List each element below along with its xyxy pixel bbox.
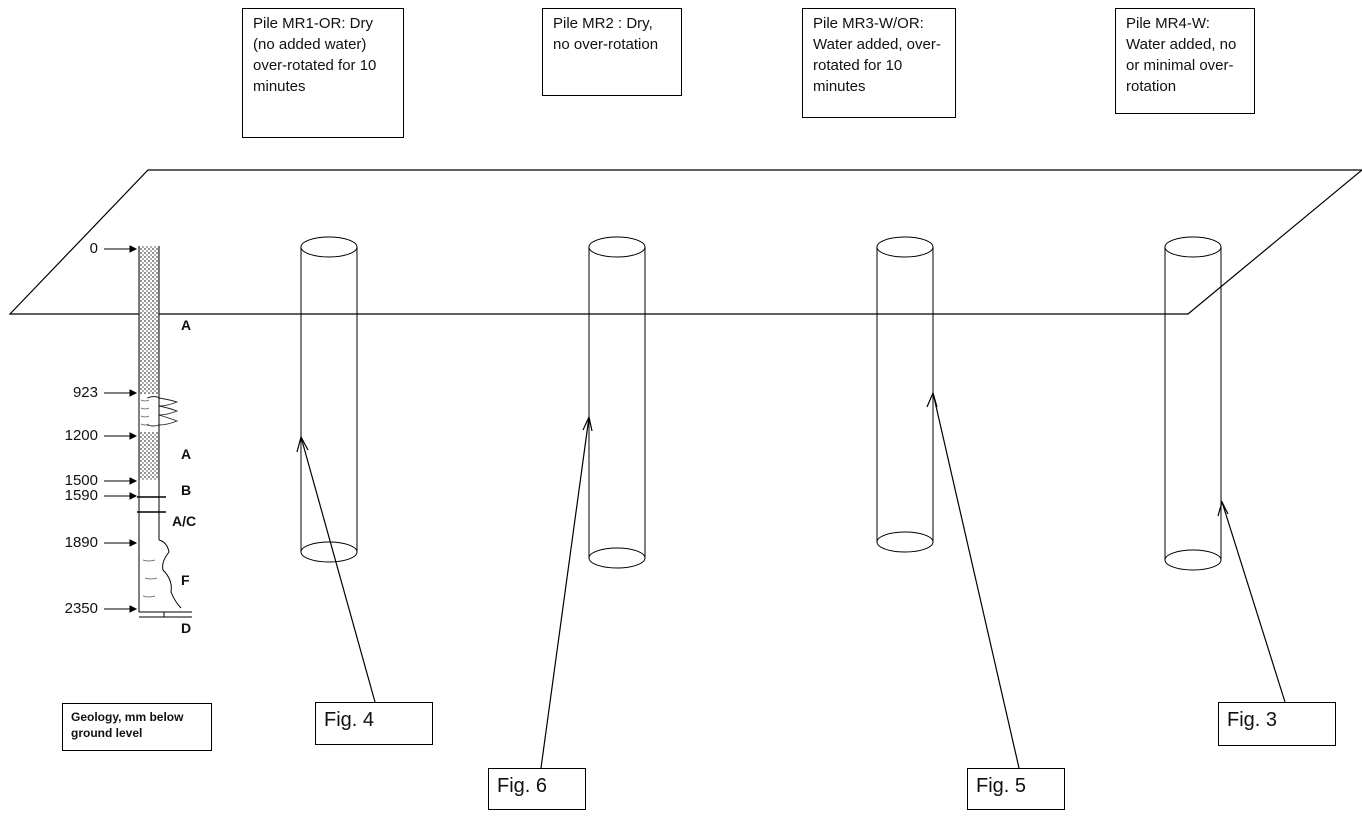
depth-label: 923 (72, 384, 98, 401)
fig3-box: Fig. 3 (1218, 702, 1336, 746)
layer-label: F (181, 572, 190, 588)
depth-label: 1590 (64, 487, 98, 504)
arrow-fig5 (932, 392, 1020, 769)
arrow-fig4 (300, 436, 376, 703)
arrow-fig3 (1221, 501, 1286, 703)
depth-label: 1890 (64, 534, 98, 551)
pile-mr2-cylinder (588, 236, 646, 569)
pile-mr3-cylinder (876, 236, 934, 553)
ground-plane (8, 169, 1362, 315)
geology-caption: Geology, mm below ground level (62, 703, 212, 751)
layer-label: B (181, 482, 192, 498)
layer-label: A (181, 446, 192, 462)
layer-label: A (181, 317, 192, 333)
depth-label: 0 (89, 240, 98, 257)
pile-mr1-label: Pile MR1-OR: Dry (no added water) over-r… (242, 8, 404, 138)
pile-mr4-label: Pile MR4-W: Water added, no or minimal o… (1115, 8, 1255, 114)
depth-label: 1200 (64, 427, 98, 444)
fig4-box: Fig. 4 (315, 702, 433, 745)
pile-mr3-label: Pile MR3-W/OR: Water added, over-rotated… (802, 8, 956, 118)
arrowhead-fig6 (582, 415, 593, 432)
depth-label: 2350 (64, 600, 98, 617)
layer-label: A/C (172, 513, 197, 529)
arrowhead-fig5 (926, 391, 938, 408)
arrow-fig6 (540, 416, 590, 769)
depth-label: 1500 (64, 472, 98, 489)
pile-mr4-cylinder (1164, 236, 1222, 571)
geology-column (137, 246, 192, 618)
layer-label: D (181, 620, 192, 636)
depth-arrows (104, 245, 138, 613)
arrowhead-fig3 (1217, 500, 1229, 517)
pile-mr1-cylinder (300, 236, 358, 563)
fig5-box: Fig. 5 (967, 768, 1065, 810)
pile-mr2-label: Pile MR2 : Dry, no over-rotation (542, 8, 682, 96)
arrowhead-fig4 (296, 435, 309, 453)
fig6-box: Fig. 6 (488, 768, 586, 810)
